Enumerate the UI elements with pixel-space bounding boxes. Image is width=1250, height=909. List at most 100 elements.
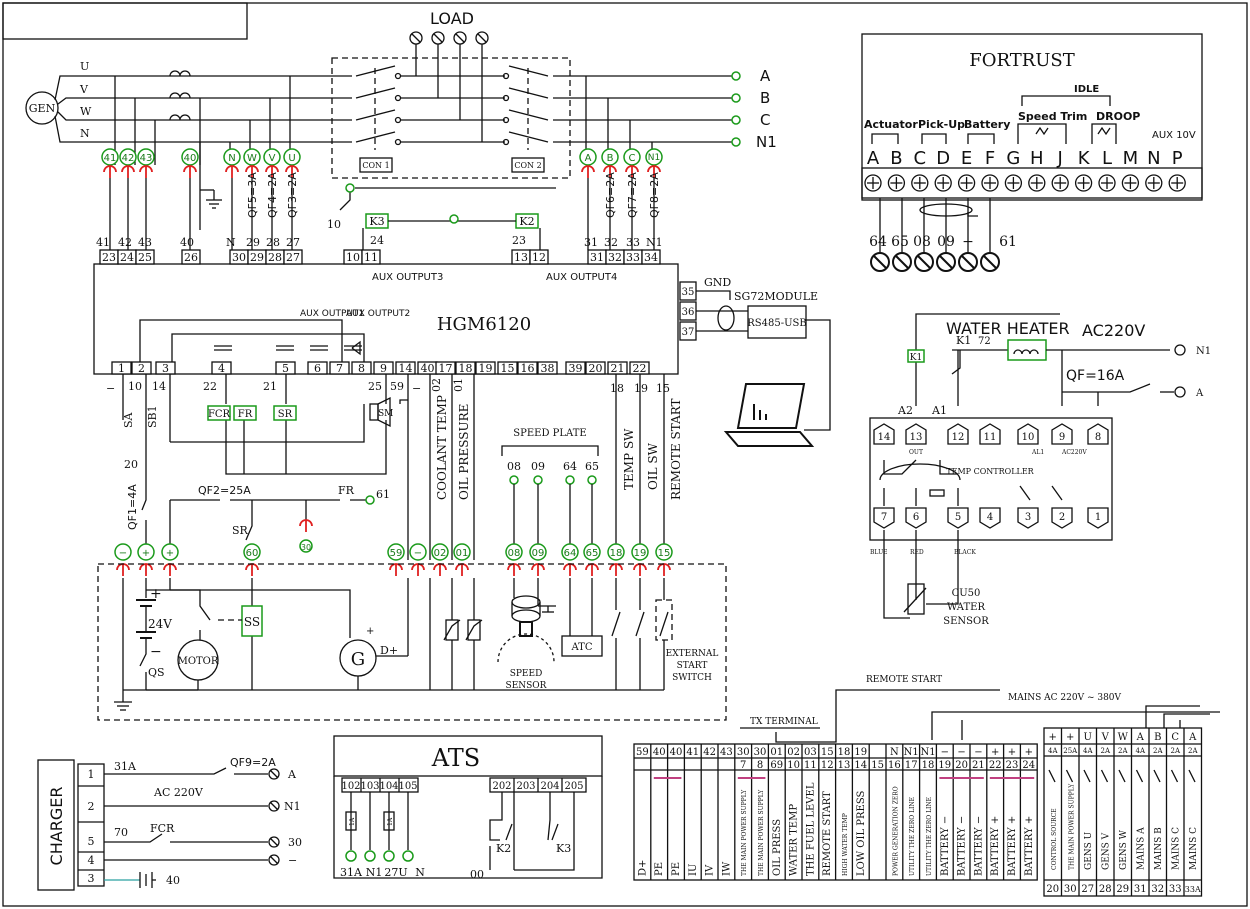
hgm-bottom-terminal-label: 4 (218, 362, 225, 375)
contactor-switches (352, 65, 553, 156)
fcr-relay (207, 405, 231, 421)
fortrust-screw-terminal (1098, 174, 1116, 192)
svg-text:08: 08 (913, 234, 931, 250)
fortrust-screw-terminal (957, 174, 976, 192)
wire-10-marker (345, 183, 355, 193)
temp-controller-internal (879, 459, 1063, 506)
svg-text:09: 09 (531, 460, 545, 473)
red-plug-marker (563, 563, 577, 576)
svg-text:33: 33 (626, 236, 640, 249)
svg-text:41: 41 (104, 153, 117, 164)
svg-text:27U: 27U (384, 866, 407, 879)
svg-text:K1: K1 (910, 353, 922, 363)
hgm-bottom-terminal (585, 361, 606, 375)
charger-fcr: FCR (150, 822, 175, 835)
external-switch-label-3: SWITCH (672, 673, 712, 683)
red-plug-marker (245, 563, 259, 576)
svg-text:N: N (415, 866, 425, 879)
bottom-terminal-circle-label: 08 (508, 548, 521, 559)
tx-table-number-2: 12 (821, 760, 834, 771)
svg-text:BLUE: BLUE (870, 549, 888, 556)
tx-table-description: BATTERY − (957, 816, 968, 876)
temp-controller-top-terminal (947, 423, 969, 445)
svg-text:18: 18 (610, 382, 624, 395)
hgm-top-terminal-label: 29 (250, 251, 264, 264)
hgm-top-terminal-label: 33 (626, 251, 640, 264)
qs-label: QS (148, 666, 165, 679)
bottom-terminal-circle (387, 543, 405, 561)
fortrust-terminal-letter: C (914, 148, 927, 169)
ss-label: SS (244, 615, 260, 629)
tx-table-number: N1 (904, 747, 919, 758)
hgm-bottom-terminal-label: 19 (479, 362, 493, 375)
tx-table-description: IU (688, 864, 699, 876)
svg-text:42: 42 (118, 236, 132, 249)
wire-24-label: 24 (370, 234, 384, 247)
a-terminal (1174, 386, 1186, 398)
tx-table-number: 42 (703, 747, 716, 758)
hgm-bottom-terminal-label: 9 (380, 362, 387, 375)
aux-10v-label: AUX 10V (1152, 130, 1196, 141)
hgm-bottom-terminal (497, 361, 518, 375)
tx-table-description: HIGH WATER TEMP (842, 813, 849, 876)
qf9-label: QF9=2A (230, 756, 276, 769)
load-label: LOAD (430, 9, 474, 28)
tx-table-number-2: 11 (804, 760, 817, 771)
svg-text:N: N (228, 153, 235, 164)
red-plug-marker (411, 563, 425, 576)
hgm-top-terminal (361, 249, 381, 265)
svg-text:21: 21 (263, 380, 277, 393)
svg-text:A1: A1 (931, 404, 947, 417)
fortrust-screw-terminal (911, 174, 929, 192)
wire-30-marker (299, 539, 313, 553)
output-n1: N1 (756, 133, 777, 151)
bottom-terminal-circle-label: 15 (658, 548, 671, 559)
atc-box (561, 635, 603, 657)
temp-controller-title: TEMP CONTROLLER (946, 467, 1034, 476)
tx-table-description: THE FUEL LEVEL (805, 782, 816, 876)
svg-text:+: + (366, 626, 374, 637)
hgm-top-terminal-label: 28 (268, 251, 282, 264)
fortrust-terminal-letter: A (867, 148, 880, 169)
svg-text:14: 14 (878, 432, 891, 443)
hgm-bottom-terminal (517, 361, 538, 375)
usb-cable (804, 319, 831, 431)
contactor-2 (511, 157, 545, 173)
tx-table-description: WATER TEMP (789, 804, 800, 876)
n1-terminal (1174, 344, 1186, 356)
bottom-terminal-circle-label: 19 (634, 548, 647, 559)
svg-text:B: B (607, 153, 614, 164)
svg-text:28: 28 (266, 236, 280, 249)
hgm-top-terminal (283, 249, 303, 265)
breaker-rating: 25A (1063, 747, 1078, 755)
bottom-terminal-circle-label: 09 (532, 548, 545, 559)
fortrust-screw-terminal (1051, 174, 1069, 192)
bottom-terminal-circle (505, 543, 523, 561)
bottom-terminal-circle-label: + (166, 548, 174, 559)
svg-text:2: 2 (1059, 512, 1065, 523)
breaker-rating: 2A (1188, 747, 1198, 755)
tx-table-number: 01 (770, 747, 783, 758)
bottom-terminal-circle (583, 543, 601, 561)
output-c: C (760, 111, 770, 129)
tx-table-description: POWER GENERATION ZERO (892, 786, 899, 876)
wire-61-marker (365, 495, 375, 505)
fortrust-terminal-letter: B (890, 148, 902, 169)
ats-bottom-markers: 31A N1 27U N (340, 850, 425, 879)
svg-text:OUT: OUT (909, 449, 923, 456)
title-block (2, 2, 248, 40)
hgm-top-terminal-label: 32 (608, 251, 622, 264)
breaker-number: 20 (1046, 884, 1059, 895)
hgm-bottom-terminal-label: 16 (521, 362, 535, 375)
svg-text:1: 1 (88, 768, 95, 781)
red-plug-marker (455, 563, 469, 576)
hgm-bottom-terminal-label: 38 (541, 362, 555, 375)
speed-plate-terminals: 08 09 64 65 (507, 460, 599, 548)
hgm-top-terminal-label: 34 (644, 251, 658, 264)
bottom-terminal-circle (655, 543, 673, 561)
bottom-terminal-circle (529, 543, 547, 561)
fortrust-terminal-letter: G (1006, 148, 1020, 169)
